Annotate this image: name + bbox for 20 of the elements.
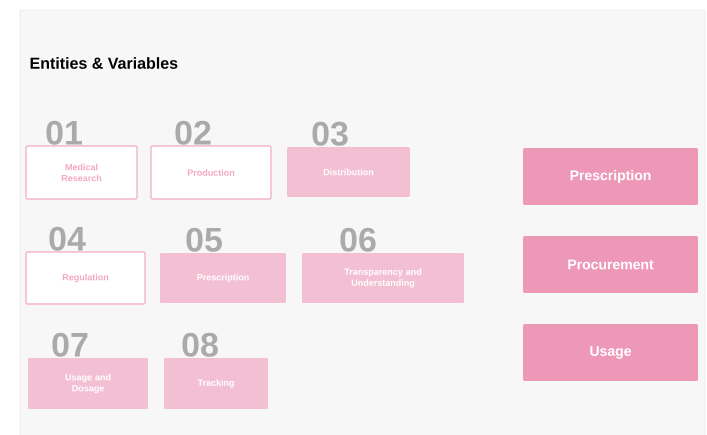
entity-box: Prescription <box>160 253 286 303</box>
step-number: 04 <box>49 226 86 251</box>
step-number: 03 <box>312 122 348 146</box>
step-number: 02 <box>175 120 211 145</box>
entity-box: Usage and Dosage <box>28 358 148 409</box>
step-number: 05 <box>186 228 222 252</box>
step-number: 01 <box>46 120 82 145</box>
entity-box: Usage <box>523 324 698 381</box>
entity-box: Tracking <box>164 358 268 409</box>
entity-box: Regulation <box>25 251 146 305</box>
entity-box: Medical Research <box>25 145 138 200</box>
entity-box: Production <box>150 145 272 200</box>
entity-box: Prescription <box>523 148 698 205</box>
entity-box: Distribution <box>287 147 410 197</box>
entity-box: Transparency and Understanding <box>302 253 464 303</box>
step-number: 06 <box>340 228 376 252</box>
step-number: 07 <box>52 332 88 357</box>
step-number: 08 <box>182 332 218 357</box>
entity-box: Procurement <box>523 236 698 293</box>
title: Entities & Variables <box>30 57 178 69</box>
